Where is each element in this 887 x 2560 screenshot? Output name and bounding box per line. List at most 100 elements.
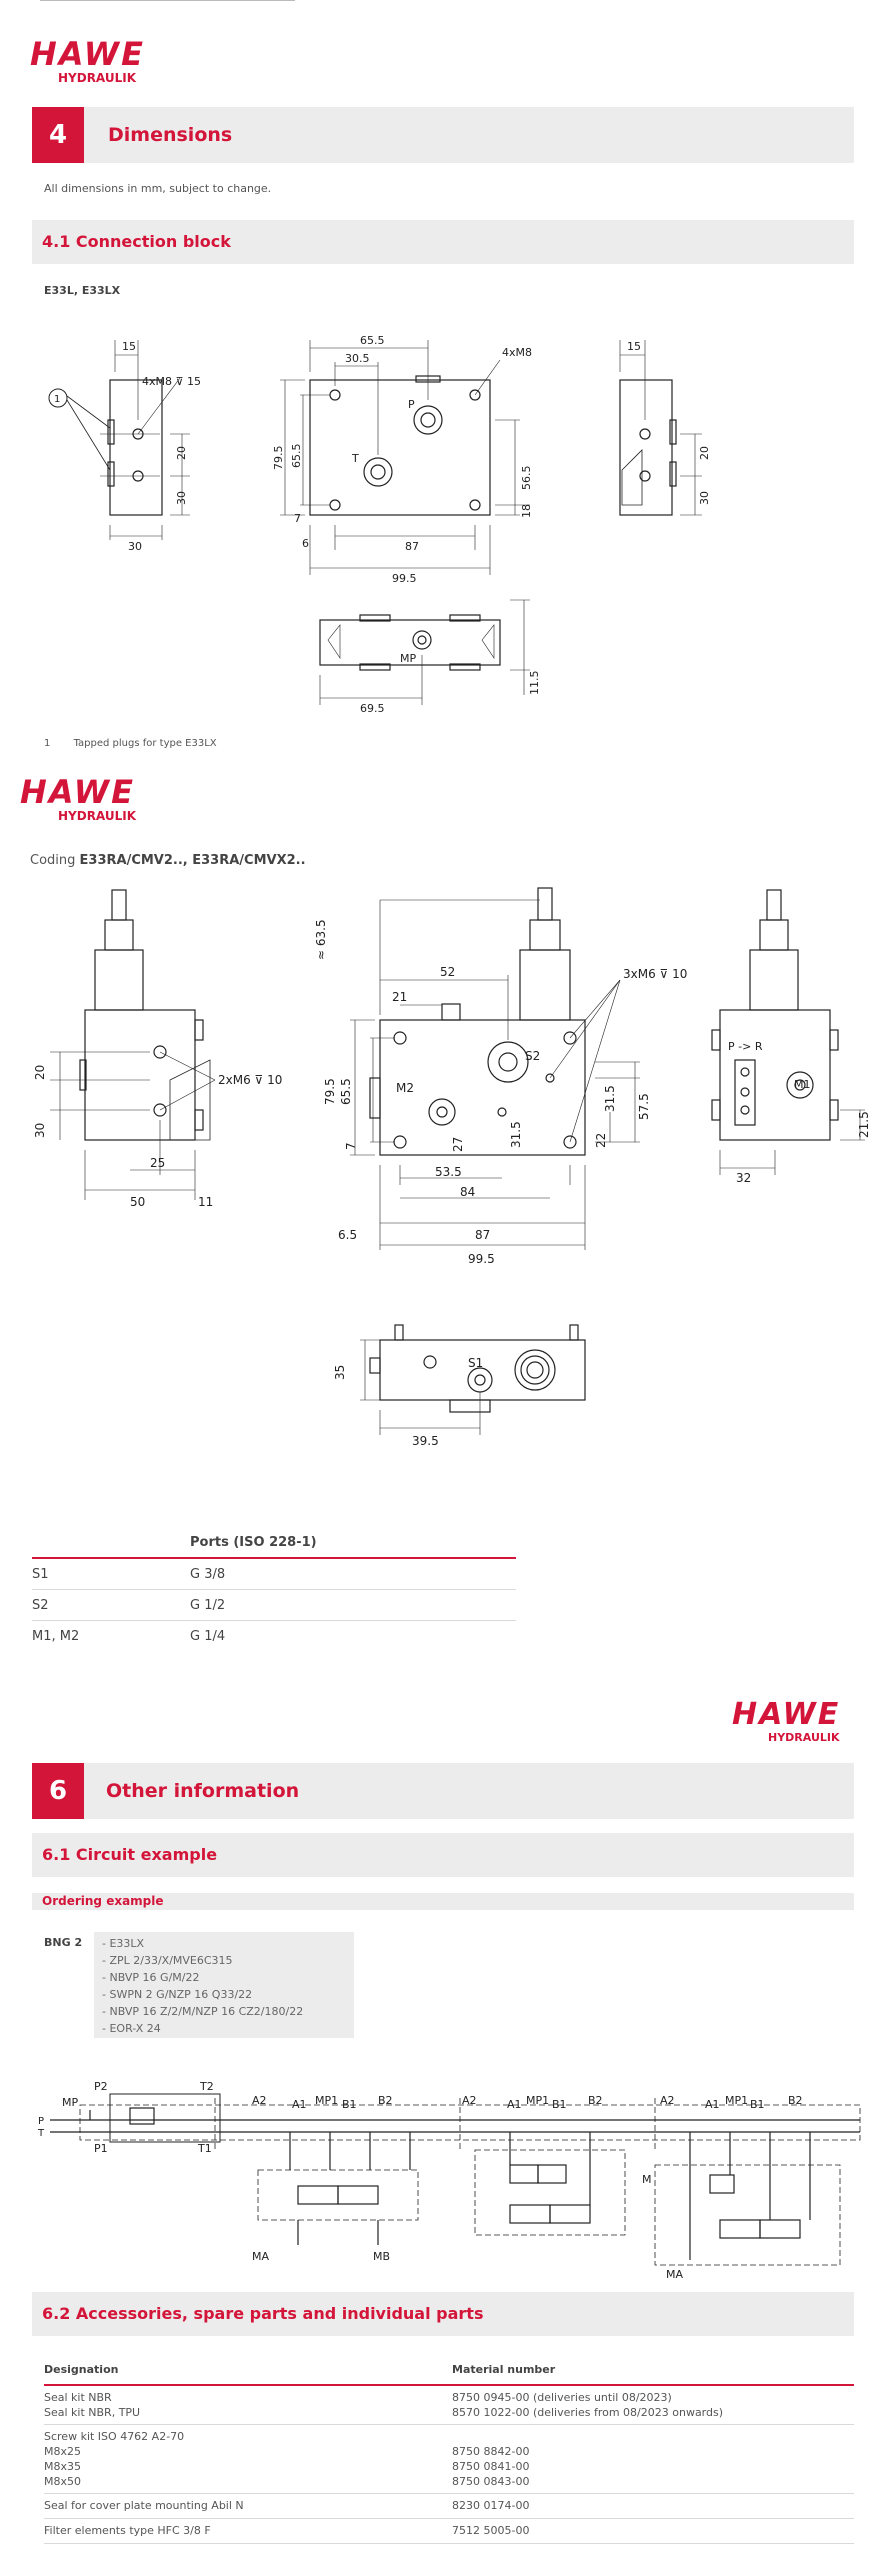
dim-30: 30 xyxy=(33,1123,47,1138)
table-row: S2 G 1/2 xyxy=(32,1590,516,1621)
dim-65-5-vertical: 65.5 xyxy=(290,444,303,469)
logo-wordmark: HAWE xyxy=(20,773,135,811)
dim-6: 6 xyxy=(302,537,309,550)
chapter-header-other-information: 6 Other information xyxy=(32,1763,854,1819)
label-m: M xyxy=(642,2173,652,2186)
label-p: P xyxy=(38,2116,44,2127)
list-item: - SWPN 2 G/NZP 16 Q33/22 xyxy=(102,1988,253,2001)
ordering-items: - E33LX - ZPL 2/33/X/MVE6C315 - NBVP 16 … xyxy=(102,1935,303,2037)
ordering-example-title: Ordering example xyxy=(42,1894,164,1908)
designation-cell: Seal kit NBR Seal kit NBR, TPU xyxy=(44,2390,140,2420)
subsection-title: 4.1 Connection block xyxy=(42,232,231,251)
dim-39-5: 39.5 xyxy=(412,1434,439,1448)
list-item: - EOR-X 24 xyxy=(102,2022,161,2035)
ports-header-title: Ports (ISO 228-1) xyxy=(190,1535,317,1550)
subsection-accessories: 6.2 Accessories, spare parts and individ… xyxy=(32,2292,854,2336)
chapter-number: 4 xyxy=(32,107,84,163)
dim-6-5: 6.5 xyxy=(338,1228,357,1242)
dim-50: 50 xyxy=(130,1195,145,1209)
material-cell: 8230 0174-00 xyxy=(452,2498,529,2513)
table-row: Seal kit NBR Seal kit NBR, TPU 8750 0945… xyxy=(44,2386,854,2425)
label-b2-3: B2 xyxy=(788,2094,803,2107)
port-name: M1, M2 xyxy=(32,1629,80,1644)
label-ma: MA xyxy=(252,2250,269,2263)
table-row: Screw kit ISO 4762 A2-70 M8x25 M8x35 M8x… xyxy=(44,2425,854,2494)
logo-subtitle: HYDRAULIK xyxy=(58,71,137,85)
dim-15-right: 15 xyxy=(627,340,641,353)
designation-line: M8x50 xyxy=(44,2475,81,2488)
port-s2-label: S2 xyxy=(525,1049,540,1063)
dim-2xm6-10: 2xM6 ⊽ 10 xyxy=(218,1073,282,1087)
subsection-title: 6.2 Accessories, spare parts and individ… xyxy=(42,2304,484,2323)
port-t-label: T xyxy=(351,452,359,465)
list-item: - NBVP 16 Z/2/M/NZP 16 CZ2/180/22 xyxy=(102,2005,304,2018)
dim-20-left: 20 xyxy=(175,446,188,460)
label-a2-1: A2 xyxy=(252,2094,267,2107)
dim-20-right: 20 xyxy=(698,446,711,460)
material-line xyxy=(452,2429,529,2444)
footnote-number: 1 xyxy=(44,738,51,749)
material-line: 8570 1022-00 (deliveries from 08/2023 on… xyxy=(452,2406,724,2419)
label-mp: MP xyxy=(62,2096,78,2109)
dim-56-5: 56.5 xyxy=(520,466,533,491)
subsection-circuit-example: 6.1 Circuit example xyxy=(32,1833,854,1877)
dim-7: 7 xyxy=(294,512,301,525)
dim-approx-63-5: ≈ 63.5 xyxy=(314,919,328,960)
accessories-table: Designation Material number Seal kit NBR… xyxy=(44,2356,854,2544)
ordering-example-band: Ordering example xyxy=(32,1893,854,1910)
subsection-connection-block: 4.1 Connection block xyxy=(32,220,854,264)
label-mp1-2: MP1 xyxy=(526,2094,549,2107)
dim-22: 22 xyxy=(594,1133,608,1148)
variant-label: E33L, E33LX xyxy=(44,284,121,297)
designation-cell: Seal for cover plate mounting Abil N xyxy=(44,2498,244,2513)
material-cell: 8750 0945-00 (deliveries until 08/2023) … xyxy=(452,2390,723,2420)
subsection-title: 6.1 Circuit example xyxy=(42,1845,218,1864)
hawe-logo: HAWE HYDRAULIK xyxy=(30,38,145,84)
accessories-table-header: Designation Material number xyxy=(44,2356,854,2386)
label-b2-2: B2 xyxy=(588,2094,603,2107)
dim-4xm8: 4xM8 xyxy=(502,346,532,359)
coding-drawing: ≈ 63.5 52 21 S2 3xM6 ⊽ 10 2xM6 ⊽ 10 20 3… xyxy=(33,887,870,1448)
label-mp1-3: MP1 xyxy=(725,2094,748,2107)
footnote-text: Tapped plugs for type E33LX xyxy=(73,738,217,749)
dim-25: 25 xyxy=(150,1156,165,1170)
material-line: 8230 0174-00 xyxy=(452,2499,530,2512)
table-row: Filter elements type HFC 3/8 F 7512 5005… xyxy=(44,2519,854,2544)
dim-69-5: 69.5 xyxy=(360,702,385,715)
dim-35: 35 xyxy=(333,1365,347,1380)
material-line: 7512 5005-00 xyxy=(452,2524,530,2537)
port-name: S1 xyxy=(32,1567,49,1582)
chapter-title: Dimensions xyxy=(108,124,233,146)
header-designation: Designation xyxy=(44,2363,119,2376)
table-row: Seal for cover plate mounting Abil N 823… xyxy=(44,2494,854,2519)
coding-types: E33RA/CMV2.., E33RA/CMVX2.. xyxy=(79,853,306,868)
label-ma-3: MA xyxy=(666,2268,683,2281)
dim-79-5: 79.5 xyxy=(323,1078,337,1105)
label-t: T xyxy=(37,2128,45,2139)
dim-87: 87 xyxy=(405,540,419,553)
dim-65-5: 65.5 xyxy=(339,1078,353,1105)
port-m1-label: M1 xyxy=(794,1078,811,1091)
dim-21: 21 xyxy=(392,990,407,1004)
chapter-number: 6 xyxy=(32,1763,84,1819)
dim-30-5: 30.5 xyxy=(345,352,370,365)
dim-99-5: 99.5 xyxy=(392,572,417,585)
dim-87: 87 xyxy=(475,1228,490,1242)
dim-11: 11 xyxy=(198,1195,213,1209)
dim-53-5: 53.5 xyxy=(435,1165,462,1179)
designation-cell: Screw kit ISO 4762 A2-70 M8x25 M8x35 M8x… xyxy=(44,2429,184,2489)
label-a2-2: A2 xyxy=(462,2094,477,2107)
label-b1-2: B1 xyxy=(552,2098,567,2111)
label-a2-3: A2 xyxy=(660,2094,675,2107)
dim-15-left: 15 xyxy=(122,340,136,353)
port-p-label: P xyxy=(408,398,415,411)
material-line: 8750 0841-00 xyxy=(452,2460,530,2473)
ordering-label: BNG 2 xyxy=(44,1932,94,2042)
callout-1: 1 xyxy=(54,394,60,405)
connection-block-drawing: 15 4xM8 ⊽ 15 20 30 30 65.5 30.5 4xM8 P T… xyxy=(48,334,711,715)
material-cell: 7512 5005-00 xyxy=(452,2523,529,2538)
ports-table: Ports (ISO 228-1) S1 G 3/8 S2 G 1/2 M1, … xyxy=(32,1527,516,1651)
designation-cell: Filter elements type HFC 3/8 F xyxy=(44,2523,211,2538)
label-mp1-1: MP1 xyxy=(315,2094,338,2107)
designation-line: Seal kit NBR, TPU xyxy=(44,2406,141,2419)
